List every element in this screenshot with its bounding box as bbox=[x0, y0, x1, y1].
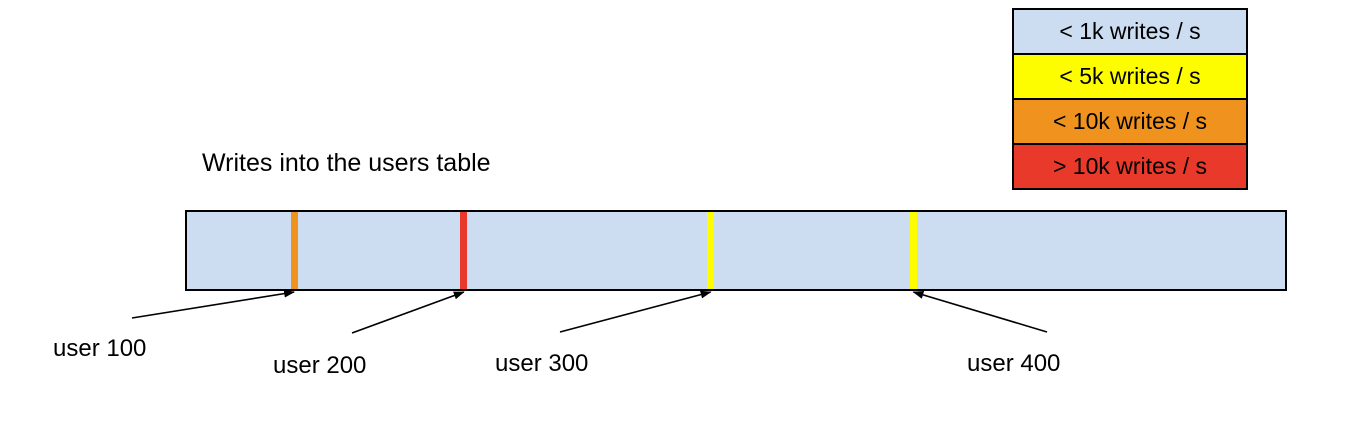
write-hotspot-stripe-2 bbox=[460, 212, 468, 289]
pointer-arrow-2 bbox=[351, 291, 465, 334]
write-hotspot-stripe-4 bbox=[909, 212, 917, 289]
users-table-bar bbox=[185, 210, 1287, 291]
pointer-arrow-3 bbox=[559, 290, 712, 333]
legend-item-2: < 5k writes / s bbox=[1012, 53, 1248, 100]
write-hotspot-stripe-1 bbox=[290, 212, 298, 289]
legend: < 1k writes / s < 5k writes / s < 10k writ… bbox=[1012, 8, 1248, 190]
user-label-1: user 100 bbox=[53, 335, 147, 362]
legend-item-3: < 10k writes / s bbox=[1012, 98, 1248, 145]
pointer-arrow-1 bbox=[131, 289, 296, 319]
diagram-title: Writes into the users table bbox=[202, 149, 491, 177]
legend-item-label: > 10k writes / s bbox=[1052, 153, 1208, 179]
user-label-4: user 400 bbox=[967, 350, 1061, 377]
legend-item-label: < 1k writes / s bbox=[1059, 18, 1201, 44]
legend-item-4: > 10k writes / s bbox=[1012, 143, 1248, 190]
user-label-2: user 200 bbox=[273, 352, 367, 379]
legend-item-label: < 10k writes / s bbox=[1052, 108, 1208, 134]
write-hotspot-stripe-3 bbox=[707, 212, 715, 289]
legend-item-label: < 5k writes / s bbox=[1059, 63, 1201, 89]
legend-item-1: < 1k writes / s bbox=[1012, 8, 1248, 55]
pointer-arrow-4 bbox=[912, 291, 1048, 333]
user-label-3: user 300 bbox=[495, 350, 589, 377]
